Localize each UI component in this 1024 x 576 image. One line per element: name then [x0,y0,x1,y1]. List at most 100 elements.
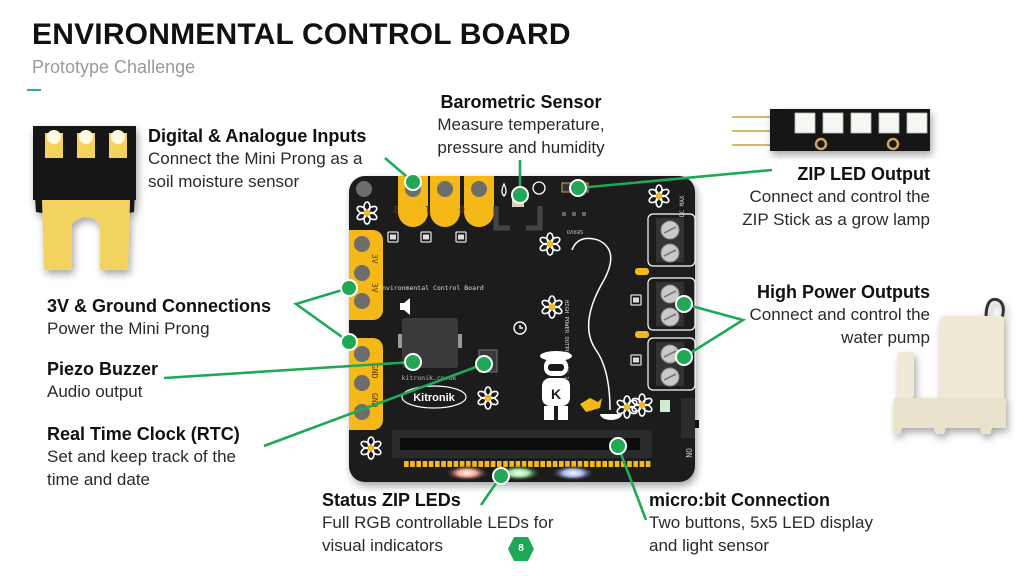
mini-prong-sensor-image [33,126,136,270]
water-pump-image [894,297,1006,434]
edge-connector-pin [621,461,626,467]
edge-connector-pin [559,461,564,467]
edge-connector-pin [608,461,614,467]
pin-label-2: 2 [393,203,399,214]
page-title: ENVIRONMENTAL CONTROL BOARD [32,18,571,51]
leader-rtc [263,362,485,448]
pin-label-0: 0 [459,203,465,214]
robot-mascot: K [540,351,572,420]
hexagon-icon [508,537,534,561]
edge-connector-pin [590,461,595,467]
status-led-red [445,465,489,481]
edge-connector-pin [466,461,471,467]
svg-text:K: K [551,386,561,402]
callout-text: time and date [47,470,151,489]
edge-connector-pin [565,461,570,467]
callout-text: and light sensor [649,536,770,555]
board-website: kitronik.co.uk [402,374,457,382]
speaker-icon [400,298,410,315]
vine-decoration [571,237,612,411]
pin-label-1: 1 [425,203,431,214]
environmental-control-board: 2 1 0 3V 3V GND GND Environmental Contro… [349,176,699,482]
edge-connector-pin [633,461,638,467]
callout-text: Measure temperature, [437,115,605,134]
edge-connector-pin [577,461,583,467]
callout-text: ZIP Stick as a grow lamp [742,210,930,229]
humidity-icon [501,182,507,197]
power-led [660,400,670,412]
switch-on-label: ON [684,448,693,458]
edge-connector-pin [614,461,620,467]
leader-high-power [683,302,747,359]
edge-connector-pin [459,461,465,467]
plant-pot-icon [600,414,622,420]
pin-label-gnd-a: GND [370,364,379,379]
power-rating-label: 5V DC MAX [679,195,686,228]
solar-panel-terminal [647,213,696,267]
edge-connector-pin [602,461,607,467]
watering-can-icon [580,398,602,412]
edge-connector-pin [472,461,477,467]
callout-digital-analogue-inputs: Digital & Analogue Inputs Connect the Mi… [148,125,366,193]
callout-title: Barometric Sensor [440,92,602,112]
callout-text: pressure and humidity [437,138,605,157]
pin-label-3v-a: 3V [370,254,379,264]
callout-title: Real Time Clock (RTC) [47,424,240,444]
callout-text: Connect the Mini Prong as a [148,149,363,168]
callout-text: Audio output [47,382,143,401]
callout-title: ZIP LED Output [797,164,930,184]
edge-connector-pin [546,461,552,467]
callout-high-power-outputs: High Power Outputs Connect and control t… [700,281,930,349]
callout-text: Connect and control the [749,305,930,324]
zip-stick-image [732,109,930,151]
leader-endpoints [340,173,693,485]
callout-microbit-connection: micro:bit Connection Two buttons, 5x5 LE… [649,489,873,557]
callout-text: Power the Mini Prong [47,319,210,338]
edge-connector-pin [497,461,502,467]
accent-divider [27,89,41,91]
edge-connector-pin [453,461,459,467]
edge-connector-pin [645,461,651,467]
callout-status-zip-leds: Status ZIP LEDs Full RGB controllable LE… [322,489,553,557]
callout-text: Full RGB controllable LEDs for [322,513,554,532]
edge-connector-pin [596,461,601,467]
callout-text: water pump [841,328,930,347]
callout-piezo-buzzer: Piezo Buzzer Audio output [47,358,158,403]
page-number: 8 [518,543,524,554]
callout-text: Set and keep track of the [47,447,237,466]
high-power-label: HIGH POWER OUTPUTS +5V 1A max [563,300,569,397]
edge-connector-pin [484,461,490,467]
edge-connector-pin [447,461,452,467]
edge-connector-pin [534,461,539,467]
callout-title: micro:bit Connection [649,490,830,510]
edge-connector-pin [435,461,440,467]
edge-connector-pin [410,461,415,467]
board-label: Environmental Control Board [378,284,484,292]
edge-connector-pin [503,461,508,467]
edge-connector-pin [509,461,514,467]
page-number-badge: 8 [508,537,534,561]
status-led-blue [551,465,595,481]
callout-text: Two buttons, 5x5 LED display [649,513,873,532]
edge-connector-pins [404,461,651,467]
edge-connector-pin [441,461,446,467]
edge-connector-pin [540,461,545,467]
edge-connector-pin [416,461,421,467]
callout-title: Piezo Buzzer [47,359,159,379]
callout-text: Connect and control the [749,187,930,206]
power-switch [681,398,695,438]
callout-zip-led-output: ZIP LED Output Connect and control the Z… [700,163,930,231]
callout-title: Status ZIP LEDs [322,490,461,510]
leader-lines [163,157,773,521]
leader-zip-led [577,168,773,190]
callout-title: Digital & Analogue Inputs [148,126,367,146]
edge-connector-pin [422,461,428,467]
edge-connector-pin [552,461,558,467]
edge-connector-pin [404,461,409,467]
kitronik-logo: Kitronik [413,392,455,404]
edge-connector-pin [627,461,632,467]
callout-barometric-sensor: Barometric Sensor Measure temperature, p… [412,91,630,159]
leader-microbit [616,445,648,521]
callout-3v-ground: 3V & Ground Connections Power the Mini P… [47,295,271,340]
